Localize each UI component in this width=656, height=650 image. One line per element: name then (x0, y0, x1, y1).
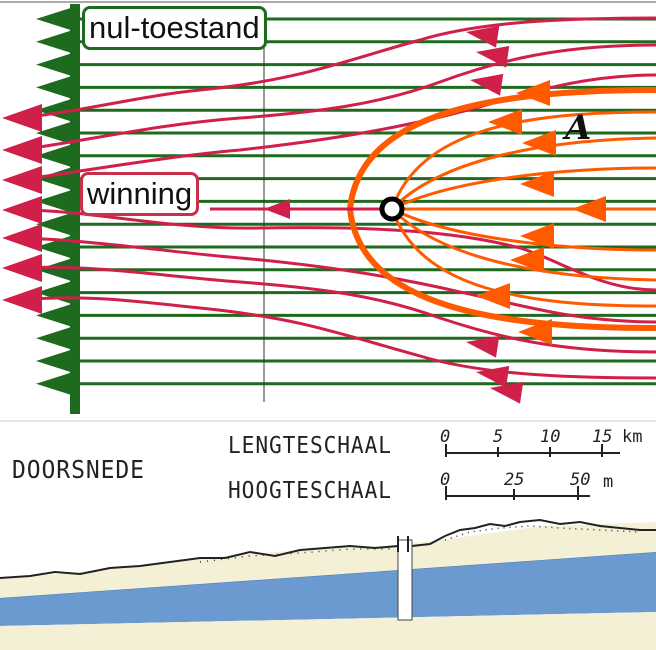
baseline-arrowhead (36, 96, 80, 125)
baseline-arrowhead (36, 210, 80, 239)
cross-section-divider (0, 420, 656, 422)
length-unit: km (622, 427, 643, 447)
height-tick-25: 25 (504, 470, 525, 490)
baseline-arrowhead (36, 50, 80, 79)
capture-zone-arrowhead (516, 80, 550, 106)
disturbed-exit-arrowhead (2, 136, 42, 164)
disturbed-flow-line (19, 43, 656, 152)
length-tick-15: 15 (592, 427, 613, 447)
baseline-arrowhead (36, 255, 80, 284)
sand-layer-upper (0, 522, 656, 582)
disturbed-flow-arrowhead (476, 365, 510, 388)
disturbed-exit-arrowhead (2, 104, 42, 132)
baseline-flow-arrowheads (36, 4, 80, 414)
sand-layer-lower (0, 540, 656, 598)
capture-zone-arrowhead (522, 130, 556, 156)
disturbed-flow-line (19, 208, 656, 292)
disturbed-flow-arrowhead (476, 45, 510, 68)
capture-zone-arrowhead (488, 109, 522, 135)
disturbed-exit-arrowhead (2, 286, 42, 314)
capture-zone-flow-line (391, 166, 656, 211)
baseline-arrowhead (36, 27, 80, 56)
baseline-arrowhead (36, 73, 80, 102)
height-scale-label: HOOGTESCHAAL (228, 478, 392, 504)
length-tick-0: 0 (440, 427, 451, 447)
capture-zone-arrowhead (520, 171, 554, 197)
height-tick-0: 0 (440, 470, 451, 490)
well-outflow-arrowhead (264, 199, 290, 219)
well-icon (379, 196, 405, 222)
capture-zone-arrowhead (510, 247, 544, 273)
disturbed-exit-arrowhead (2, 224, 42, 252)
capture-zone-arrowhead (476, 283, 510, 309)
disturbed-flow-line (19, 265, 656, 354)
well-casing (397, 539, 413, 621)
disturbed-flow-line (19, 296, 656, 380)
length-scale-label: LENGTESCHAAL (228, 433, 392, 459)
capture-zone-flow-line (391, 207, 656, 252)
disturbed-flow-arrowhead (466, 25, 500, 48)
disturbed-flow-line (19, 236, 656, 324)
baseline-arrowhead (36, 278, 80, 307)
aquifer-layer (0, 552, 656, 626)
zone-label: A (565, 108, 592, 148)
disturbed-flow-line (19, 16, 656, 120)
cross-section (0, 420, 656, 650)
baseline-arrowhead (36, 301, 80, 330)
capture-zone-flow-line (390, 110, 656, 210)
capture-zone-flow-line (390, 207, 656, 282)
disturbed-exit-arrowhead (2, 196, 42, 224)
left-boundary-bar (70, 4, 80, 414)
capture-zone-arrowhead (572, 196, 606, 222)
baseline-arrowhead (36, 347, 80, 375)
disturbed-flow-arrowhead (490, 381, 524, 404)
sand-layer-bottom (0, 612, 656, 650)
cross-section-title: DOORSNEDE (12, 455, 145, 484)
disturbed-flow-arrowhead (466, 335, 500, 358)
baseline-arrowhead (36, 369, 80, 398)
dune-stipple (444, 525, 641, 541)
disturbed-flow-arrowhead (470, 73, 504, 96)
height-scale-bar (445, 486, 590, 500)
height-unit: m (603, 472, 614, 492)
baseline-arrowhead (36, 324, 80, 353)
baseline-arrowhead (36, 141, 80, 170)
pumping-label: winning (80, 172, 200, 216)
capture-zone-flow-line (390, 136, 656, 211)
disturbed-flow-lines (19, 16, 656, 380)
baseline-arrowhead (36, 5, 80, 33)
disturbed-exit-arrowhead (2, 166, 42, 194)
length-tick-10: 10 (540, 427, 561, 447)
ground-surface (0, 518, 656, 579)
length-scale-bar (445, 444, 620, 457)
baseline-arrowhead (36, 187, 80, 216)
capture-zone-arrowhead (518, 319, 552, 345)
capture-zone-arrowheads (476, 80, 606, 345)
height-tick-50: 50 (570, 470, 591, 490)
baseline-label: nul-toestand (82, 6, 267, 50)
disturbed-exit-arrowhead (2, 254, 42, 282)
length-tick-5: 5 (493, 427, 504, 447)
capture-zone-arrowhead (520, 223, 554, 249)
capture-zone-flow-line (390, 208, 656, 308)
capture-zone-flow-lines (346, 87, 656, 331)
baseline-arrowhead (36, 119, 80, 147)
disturbed-flow-arrowheads (2, 25, 524, 404)
